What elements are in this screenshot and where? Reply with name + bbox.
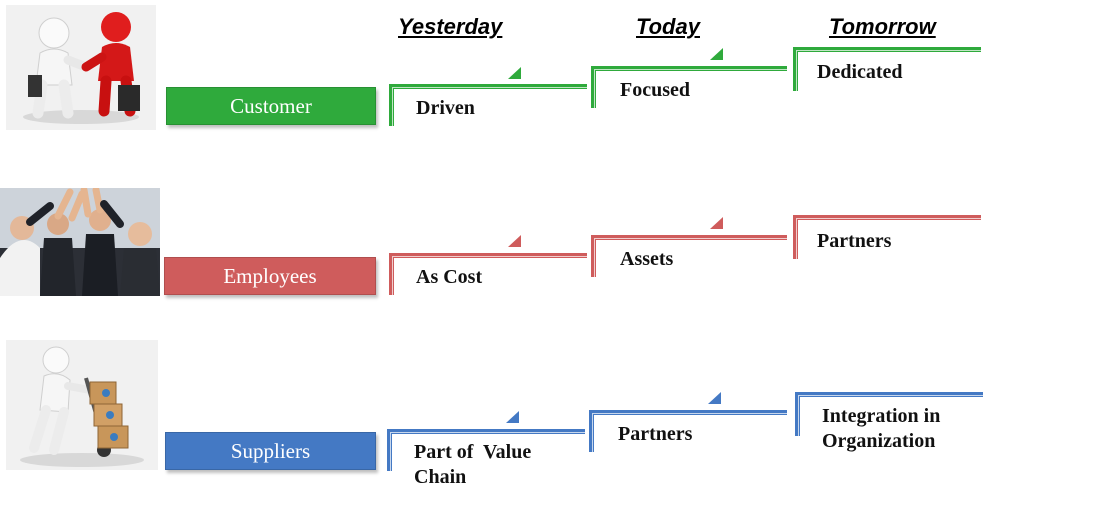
column-header-today: Today [636,14,700,39]
customer-tomorrow-step [793,47,981,91]
customer-label-box: Customer [166,87,376,125]
suppliers-tomorrow-text: Integration in Organization [822,404,940,454]
employees-yesterday-step [389,253,587,295]
suppliers-label: Suppliers [230,438,311,463]
customer-yesterday-text: Driven [416,97,475,119]
customer-tomorrow-text: Dedicated [817,61,903,83]
suppliers-today-arrow-icon [708,392,721,404]
high-five-team-icon [0,188,160,296]
column-header-yesterday: Yesterday [398,14,503,39]
column-header-tomorrow: Tomorrow [829,14,936,39]
suppliers-yesterday-text: Part of Value Chain [414,440,531,490]
suppliers-yesterday-line2: Chain [414,466,467,488]
employees-today-text: Assets [620,248,674,270]
suppliers-yesterday-arrow-icon [506,411,519,423]
customer-today-step [591,66,787,108]
employees-label-box: Employees [164,257,376,295]
suppliers-tomorrow-step [795,392,983,436]
suppliers-tomorrow-line2: Organization [822,430,936,452]
customer-today-arrow-icon [710,48,723,60]
employees-yesterday-text: As Cost [416,266,483,288]
suppliers-yesterday-line1: Part of Value [414,441,532,463]
suppliers-yesterday-step [387,429,585,471]
customer-handshake-image [6,5,156,130]
employees-yesterday-arrow-icon [508,235,521,247]
suppliers-label-box: Suppliers [165,432,376,470]
suppliers-hand-truck-image [6,340,158,470]
handshake-figures-icon [23,12,140,124]
customer-label: Customer [230,93,312,118]
suppliers-tomorrow-line1: Integration in [822,405,941,427]
customer-today-text: Focused [620,79,690,101]
suppliers-today-text: Partners [618,423,693,445]
customer-yesterday-step [389,84,587,126]
customer-yesterday-arrow-icon [508,67,521,79]
employees-label: Employees [223,263,317,288]
employees-today-step [591,235,787,277]
employees-tomorrow-step [793,215,981,259]
employees-today-arrow-icon [710,217,723,229]
employees-team-image [0,188,160,296]
hand-truck-boxes-icon [20,346,144,467]
suppliers-today-step [589,410,787,452]
employees-tomorrow-text: Partners [817,230,892,252]
